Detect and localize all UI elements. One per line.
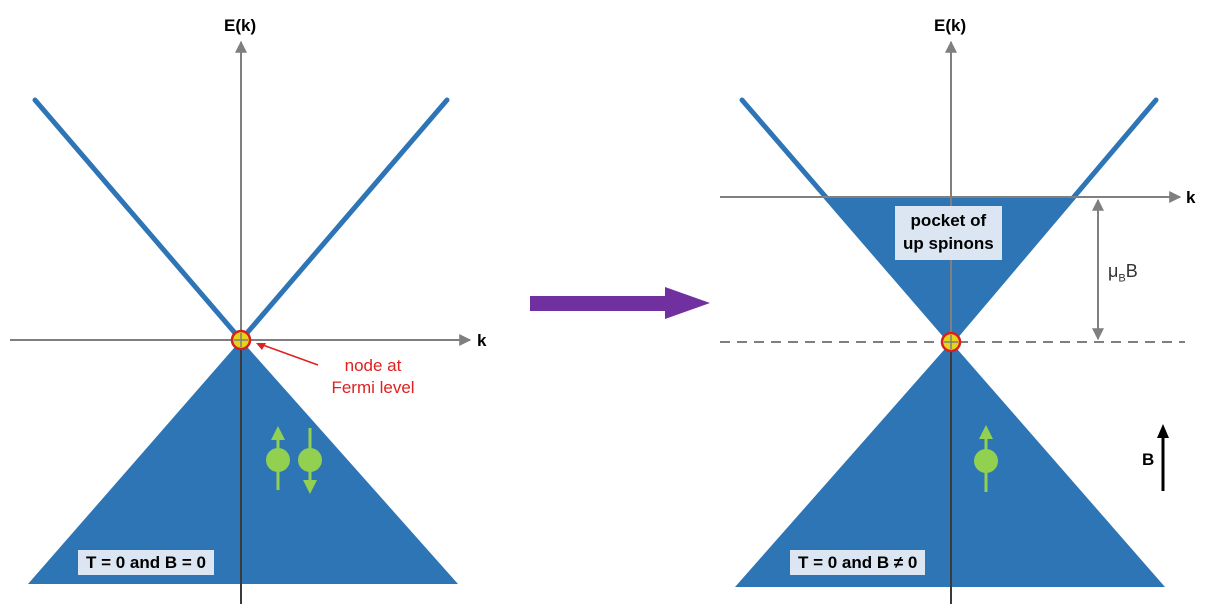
zeeman-label-tail: B [1125, 261, 1138, 281]
left-y-axis-label: E(k) [224, 16, 257, 35]
zeeman-energy-label: μBB [1108, 262, 1138, 285]
magnetic-field-arrow [1157, 424, 1169, 491]
left-condition-label: T = 0 and B = 0 [78, 550, 214, 575]
left-spin-down [298, 428, 322, 494]
pocket-label-line1: pocket of [910, 211, 987, 230]
right-upper-band-left-branch [739, 97, 954, 345]
right-upper-band-right-branch [948, 97, 1159, 345]
left-upper-band-right-branch [238, 97, 450, 343]
zeeman-label-mu: μ [1108, 261, 1119, 281]
left-lower-band [28, 340, 458, 584]
magnetic-field-label: B [1142, 450, 1155, 469]
right-y-axis-label: E(k) [934, 16, 967, 35]
arrow-right-icon [530, 287, 710, 319]
left-upper-band-left-branch [32, 97, 244, 343]
node-annotation: node at Fermi level [318, 355, 428, 399]
pocket-label-line2: up spinons [903, 233, 994, 253]
left-spin-up [266, 426, 290, 490]
pocket-label: pocket of up spinons [895, 206, 1002, 260]
node-annotation-arrowhead [256, 343, 266, 350]
left-panel [10, 40, 472, 604]
node-annotation-line2: Fermi level [331, 378, 415, 398]
node-annotation-line1: node at [344, 356, 402, 375]
right-x-axis-label: k [1186, 188, 1196, 207]
left-x-axis-label: k [477, 331, 487, 350]
right-condition-label: T = 0 and B ≠ 0 [790, 550, 926, 575]
right-spin-up [974, 425, 998, 492]
node-annotation-arrow [259, 343, 319, 366]
right-panel [720, 40, 1185, 604]
zeeman-label-sub: B [1118, 272, 1126, 285]
